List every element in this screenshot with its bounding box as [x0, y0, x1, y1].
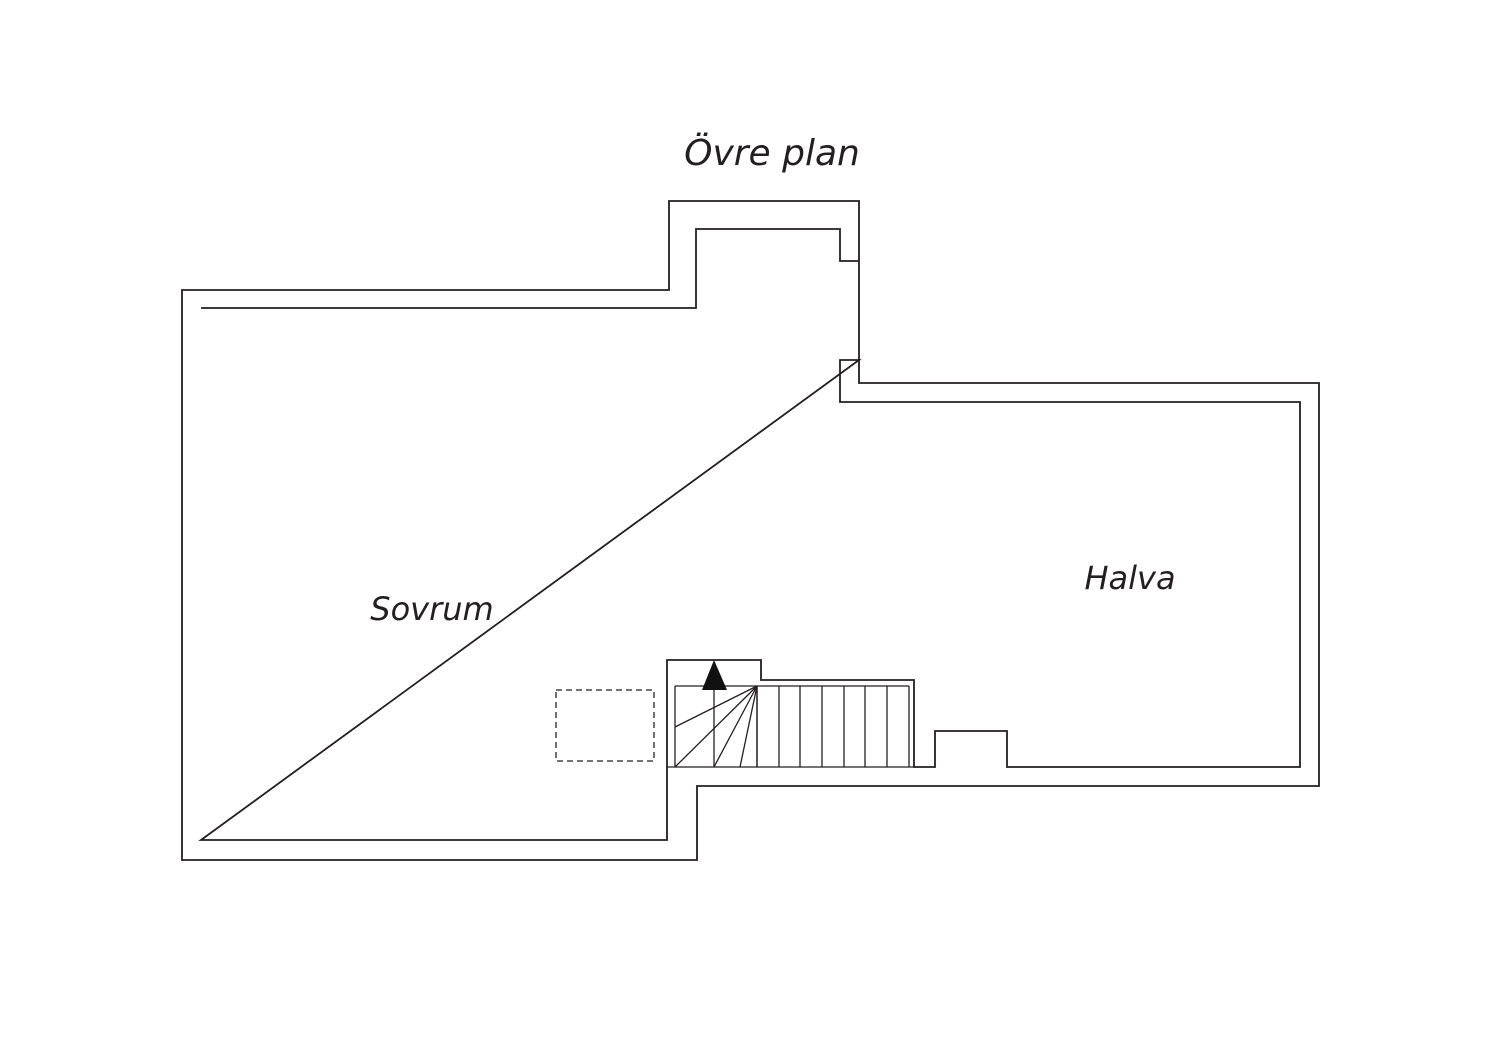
inner-wall: [198, 228, 1301, 841]
floor-title: Övre plan: [684, 132, 860, 174]
floor-opening: [555, 689, 655, 762]
stair-direction-arrow: [702, 660, 727, 690]
staircase: [667, 660, 914, 768]
outer-wall: [181, 200, 1320, 861]
room-label-halva: Halva: [1084, 559, 1175, 597]
room-label-sovrum: Sovrum: [370, 590, 493, 628]
